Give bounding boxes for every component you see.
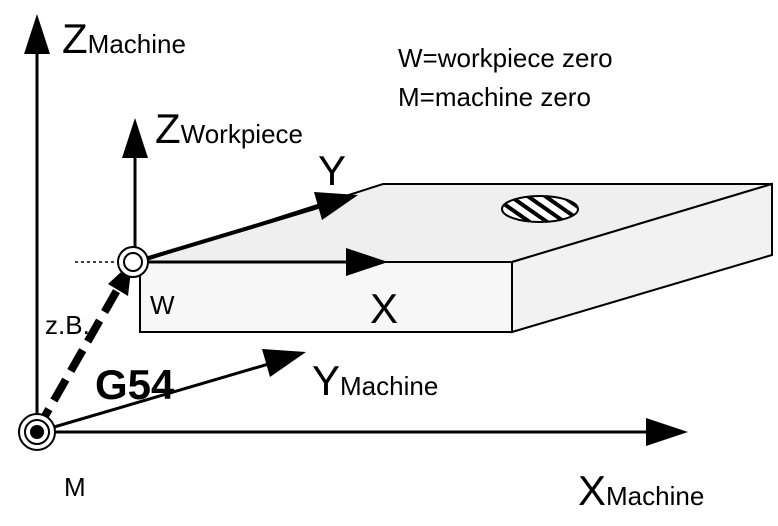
machine-zero-center — [30, 425, 44, 439]
x-workpiece-arrowhead — [346, 248, 388, 276]
workpiece-zero-inner — [123, 252, 143, 272]
y-machine-axis — [36, 361, 273, 434]
legend-line-m: M=machine zero — [398, 82, 591, 112]
y-workpiece-axis — [134, 203, 326, 264]
example-label: z.B. — [45, 310, 90, 340]
z-machine-label: ZMachine — [62, 15, 186, 62]
hatched-hole — [501, 195, 579, 223]
legend-line-w: W=workpiece zero — [398, 43, 613, 73]
y-workpiece-arrowhead — [314, 192, 358, 220]
x-machine-arrowhead — [646, 418, 688, 446]
z-workpiece-arrowhead — [122, 118, 148, 158]
workpiece-side-face — [511, 182, 773, 334]
z-machine-arrowhead — [24, 14, 50, 54]
workpiece-front-face — [139, 261, 513, 333]
machine-zero-label: M — [64, 472, 86, 502]
g54-label: G54 — [95, 361, 175, 408]
z-workpiece-label: ZWorkpiece — [155, 105, 304, 152]
workpiece-zero-label: W — [150, 290, 175, 320]
y-machine-label: YMachine — [312, 357, 439, 404]
y-workpiece-label: Y — [318, 147, 347, 194]
x-workpiece-label: X — [370, 285, 399, 332]
y-machine-arrowhead — [262, 349, 306, 377]
g54-offset-vector — [33, 283, 124, 432]
x-machine-label: XMachine — [578, 467, 705, 514]
